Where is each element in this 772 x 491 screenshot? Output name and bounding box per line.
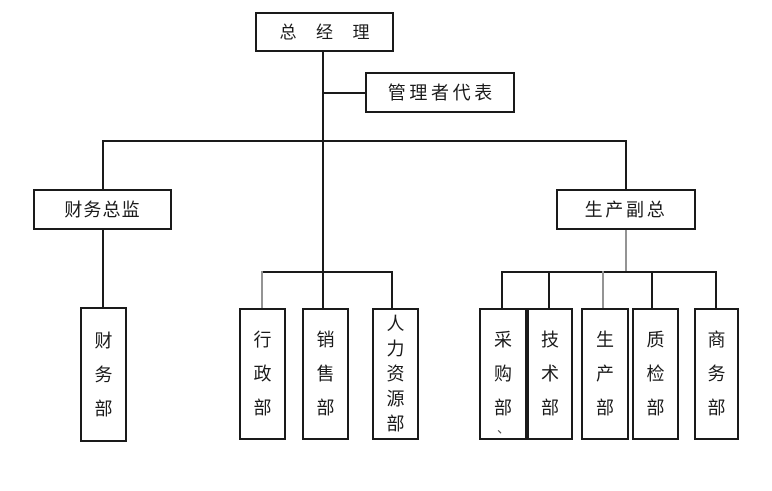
connector-vp-bus [625,229,627,272]
connector-main-bus [102,140,627,142]
org-node-sales-dept: 销售部 [302,308,349,440]
org-node-production-dept: 生产部 [581,308,629,440]
connector-admin-stub [261,271,263,308]
org-node-management-representative: 管理者代表 [365,72,515,113]
org-node-finance-dept: 财务部 [80,307,127,442]
commerce-dept-label: 商务部 [707,330,726,418]
purchasing-dept-label: 采购部 [493,330,512,418]
org-node-hr-dept: 人力资源部 [372,308,419,440]
org-node-purchasing-dept: 采购部 [479,308,527,440]
connector-cfo-drop [102,140,104,190]
connector-right-bus [501,271,717,273]
connector-rep-branch [323,92,367,94]
connector-cfo-finance [102,229,104,308]
org-node-admin-dept: 行政部 [239,308,286,440]
org-node-finance-director: 财务总监 [33,189,172,230]
connector-tech-stub [548,271,550,308]
connector-qc-stub [651,271,653,308]
finance-dept-label: 财务部 [94,330,113,419]
org-node-commerce-dept: 商务部 [694,308,739,440]
connector-ceo-trunk [322,52,324,308]
connector-middle-bus [261,271,393,273]
qc-dept-label: 质检部 [646,330,665,418]
connector-vp-drop [625,140,627,190]
connector-hr-stub [391,271,393,308]
org-node-general-manager: 总 经 理 [255,12,394,52]
production-dept-label: 生产部 [595,330,614,418]
connector-production-stub [602,271,604,308]
sales-dept-label: 销售部 [316,330,335,418]
org-node-production-vp: 生产副总 [556,189,696,230]
connector-commerce-stub [715,271,717,308]
stray-mark: 、 [497,421,511,436]
org-node-qc-dept: 质检部 [632,308,679,440]
admin-dept-label: 行政部 [253,330,272,418]
tech-dept-label: 技术部 [540,330,559,418]
hr-dept-label: 人力资源部 [386,313,405,434]
connector-purchasing-stub [501,271,503,308]
org-node-tech-dept: 技术部 [527,308,573,440]
